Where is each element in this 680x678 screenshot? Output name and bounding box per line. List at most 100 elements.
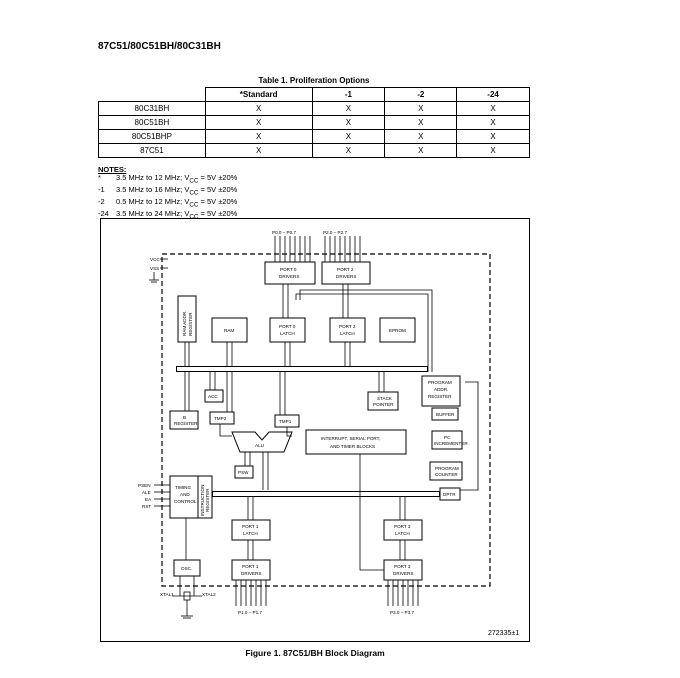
ram-label: RAM <box>224 328 234 333</box>
note-sub: CC <box>189 189 199 197</box>
ram-addr-register-label: RAM ADDR. <box>182 310 187 336</box>
program-addr-register-block <box>421 375 461 407</box>
port1-latch-label: PORT 1 <box>242 524 259 529</box>
port2-latch-label: PORT 2 <box>339 324 356 329</box>
program-addr-register-label: PROGRAM <box>428 380 452 385</box>
port0-latch-block <box>269 317 306 343</box>
tmp2-label: TMP2 <box>214 416 227 421</box>
pc-incrementer-block <box>431 430 463 450</box>
acc-label: ACC <box>208 394 218 399</box>
tmp1-label: TMP1 <box>279 419 292 424</box>
note-text: 0.5 MHz to 12 MHz; V <box>116 196 190 206</box>
program-counter-label: COUNTER <box>435 472 458 477</box>
timing-control-label: TIMING <box>175 485 192 490</box>
dptr-block <box>439 487 461 501</box>
ground-symbol <box>149 258 168 283</box>
instruction-register-label: REGISTER <box>205 488 210 512</box>
interrupt-label: AND TIMER BLOCKS <box>330 444 375 449</box>
program-addr-register-label: ADDR. <box>434 387 448 392</box>
program-counter-label: PROGRAM <box>435 466 459 471</box>
notes-header: NOTES: <box>98 165 127 174</box>
note-sub: CC <box>189 177 199 185</box>
port2-latch-label: LATCH <box>340 331 355 336</box>
port3-drivers-block <box>383 559 423 581</box>
figure-id: 272335±1 <box>488 630 520 637</box>
p2-pin-label: P2.0 – P2.7 <box>323 230 347 235</box>
p0-pin-label: P0.0 – P0.7 <box>272 230 296 235</box>
port0-latch-label: LATCH <box>280 331 295 336</box>
ram-block <box>211 317 248 343</box>
table-caption: Table 1. Proliferation Options <box>258 76 370 85</box>
port3-pin-arrows <box>387 580 419 606</box>
port2-pin-arrows <box>324 236 361 262</box>
rst-label: RST <box>142 504 151 509</box>
instruction-register-label: INSTRUCTION <box>200 485 205 516</box>
port3-drivers-label: PORT 3 <box>394 564 411 569</box>
timing-control-block <box>169 475 199 519</box>
eprom-label: EPROM <box>389 328 406 333</box>
port2-latch-block <box>329 317 366 343</box>
stack-pointer-label: POINTER <box>373 402 394 407</box>
port2-drivers-label: DRIVERS <box>336 274 356 279</box>
b-register-label: REGISTER <box>174 421 198 426</box>
port0-drivers-label: PORT 0 <box>280 267 297 272</box>
note-sub: CC <box>189 213 199 221</box>
pc-incrementer-label: PC <box>444 435 451 440</box>
port0-drivers-label: DRIVERS <box>279 274 299 279</box>
crystal-symbol <box>172 576 202 619</box>
timing-control-label: CONTROL <box>174 499 197 504</box>
document-title: 87C51/80C51BH/80C31BH <box>98 41 221 52</box>
proliferation-table: *Standard -1 -2 -24 80C31BH X X X X 80C5… <box>98 87 530 158</box>
note-sub: CC <box>189 201 199 209</box>
osc-block <box>173 559 201 577</box>
port1-drivers-label: PORT 1 <box>242 564 259 569</box>
port2-drivers-label: PORT 2 <box>337 267 354 272</box>
chip-boundary <box>161 253 491 587</box>
vss-label: VSS <box>150 266 159 271</box>
stack-pointer-label: STACK <box>377 396 393 401</box>
psw-label: PSW <box>238 470 249 475</box>
p3-pin-label: P3.0 – P3.7 <box>390 610 414 615</box>
alu-label: ALU <box>255 443 264 448</box>
xtal2-label: XTAL2 <box>202 592 216 597</box>
port3-latch-label: PORT 3 <box>394 524 411 529</box>
buffer-block <box>431 407 459 421</box>
table-row: 87C51 X X X X <box>98 143 530 158</box>
note-key: -24 <box>98 208 109 218</box>
alu-inputs <box>219 424 292 490</box>
note-tail: = 5V ±20% <box>198 208 238 218</box>
note-tail: = 5V ±20% <box>198 196 238 206</box>
note-item: -2 0.5 MHz to 12 MHz; VCC = 5V ±20% <box>98 196 238 210</box>
dptr-label: DPTR <box>443 492 456 497</box>
osc-label: OSC. <box>181 566 192 571</box>
b-register-label: B <box>183 415 186 420</box>
port1-drivers-block <box>231 559 271 581</box>
table-cell: X <box>456 143 530 158</box>
buffer-label: BUFFER <box>436 412 455 417</box>
table-cell: X <box>204 143 313 158</box>
port0-pin-arrows <box>274 236 311 262</box>
port2-drivers-block <box>321 261 371 285</box>
ram-addr-register-label: REGISTER <box>188 312 193 336</box>
port3-latch-block <box>383 519 423 541</box>
note-text: 3.5 MHz to 16 MHz; V <box>116 185 190 195</box>
port3-latch-label: LATCH <box>395 531 410 536</box>
p1-pin-label: P1.0 – P1.7 <box>238 610 262 615</box>
note-key: * <box>98 173 101 183</box>
note-tail: = 5V ±20% <box>198 185 238 195</box>
table-cell: X <box>311 143 386 158</box>
program-addr-register-label: REGISTER <box>428 394 452 399</box>
port0-drivers-block <box>264 261 316 285</box>
note-key: -2 <box>98 196 105 206</box>
port-connectors <box>185 381 479 571</box>
port1-pin-arrows <box>235 580 267 606</box>
psw-block <box>234 465 254 479</box>
pc-incrementer-label: INCREMENTER <box>434 441 468 446</box>
interrupt-serial-timer-block <box>305 429 407 455</box>
port1-latch-block <box>231 519 271 541</box>
instruction-register-block <box>197 475 213 519</box>
port1-drivers-label: DRIVERS <box>241 571 261 576</box>
vcc-label: VCC <box>150 257 160 262</box>
ram-addr-register-block <box>177 295 197 343</box>
